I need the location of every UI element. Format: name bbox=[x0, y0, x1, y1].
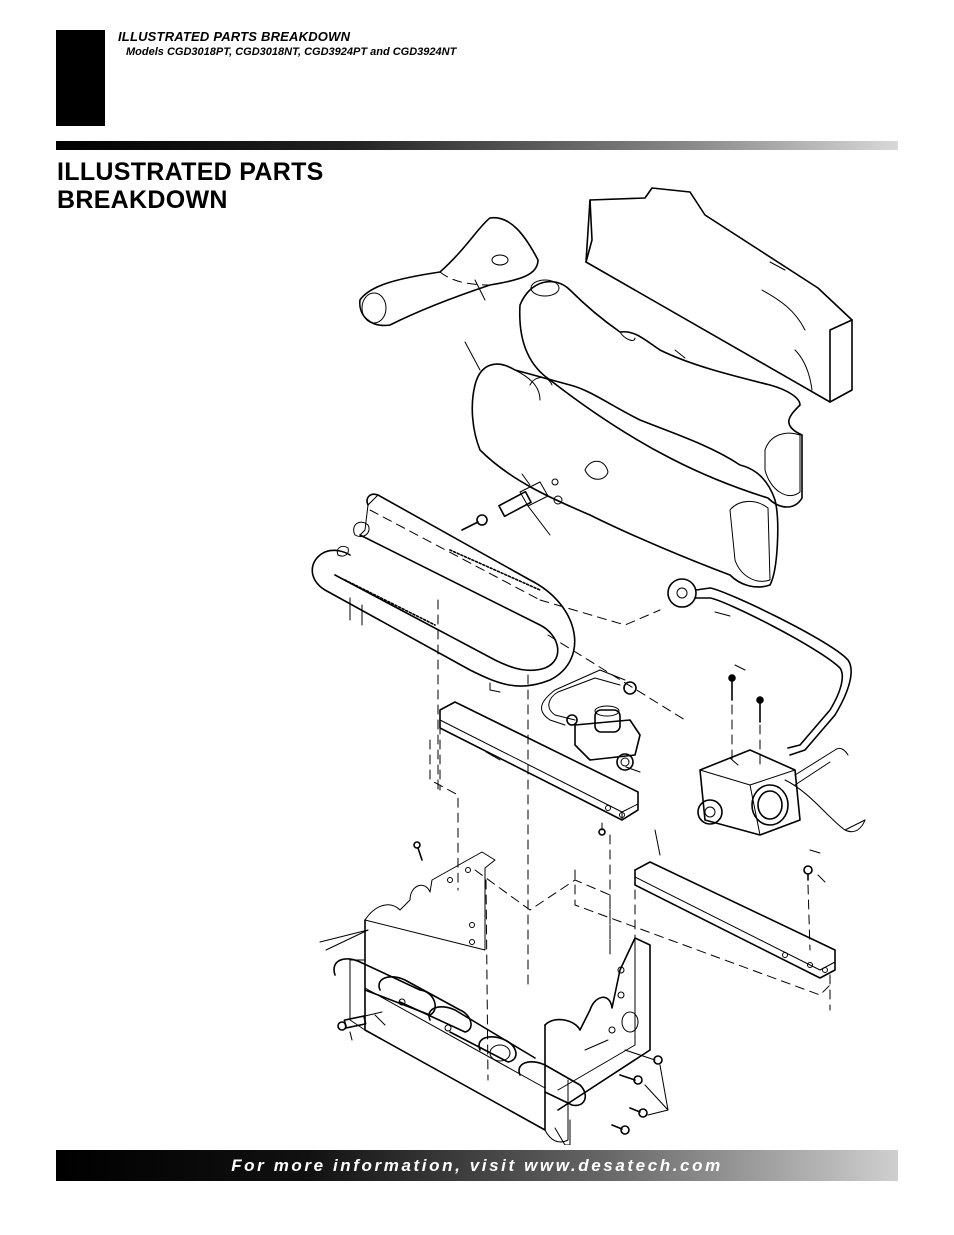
exploded-parts-diagram bbox=[311, 187, 866, 1145]
burner-assembly bbox=[311, 493, 576, 693]
grate-leader-lines bbox=[319, 929, 369, 951]
header-section-title: ILLUSTRATED PARTS BREAKDOWN bbox=[118, 29, 351, 44]
igniter bbox=[337, 1011, 386, 1041]
rear-log bbox=[585, 187, 853, 403]
log-grate-base bbox=[333, 851, 651, 1145]
regulator bbox=[541, 669, 641, 773]
assembly-guide-lines bbox=[429, 599, 831, 1081]
page-title-line-2: BREAKDOWN bbox=[57, 186, 228, 214]
section-tab-block bbox=[56, 30, 105, 126]
valve-bracket bbox=[634, 829, 836, 979]
page-title-line-1: ILLUSTRATED PARTS bbox=[57, 158, 324, 186]
front-log bbox=[464, 341, 779, 588]
pilot-assembly bbox=[461, 473, 563, 536]
base-screws bbox=[413, 841, 669, 1135]
gas-line bbox=[667, 578, 852, 756]
header-rule-bar bbox=[56, 141, 898, 150]
gas-valve bbox=[697, 747, 866, 836]
header-models: Models CGD3018PT, CGD3018NT, CGD3924PT a… bbox=[126, 46, 457, 58]
middle-log bbox=[518, 279, 803, 508]
mounting-screws-valve bbox=[728, 664, 764, 771]
footer-bar: For more information, visit www.desatech… bbox=[56, 1150, 898, 1181]
page-title: ILLUSTRATED PARTS BREAKDOWN bbox=[57, 158, 324, 214]
top-small-log bbox=[359, 217, 539, 327]
footer-website-link[interactable]: For more information, visit www.desatech… bbox=[231, 1156, 723, 1175]
